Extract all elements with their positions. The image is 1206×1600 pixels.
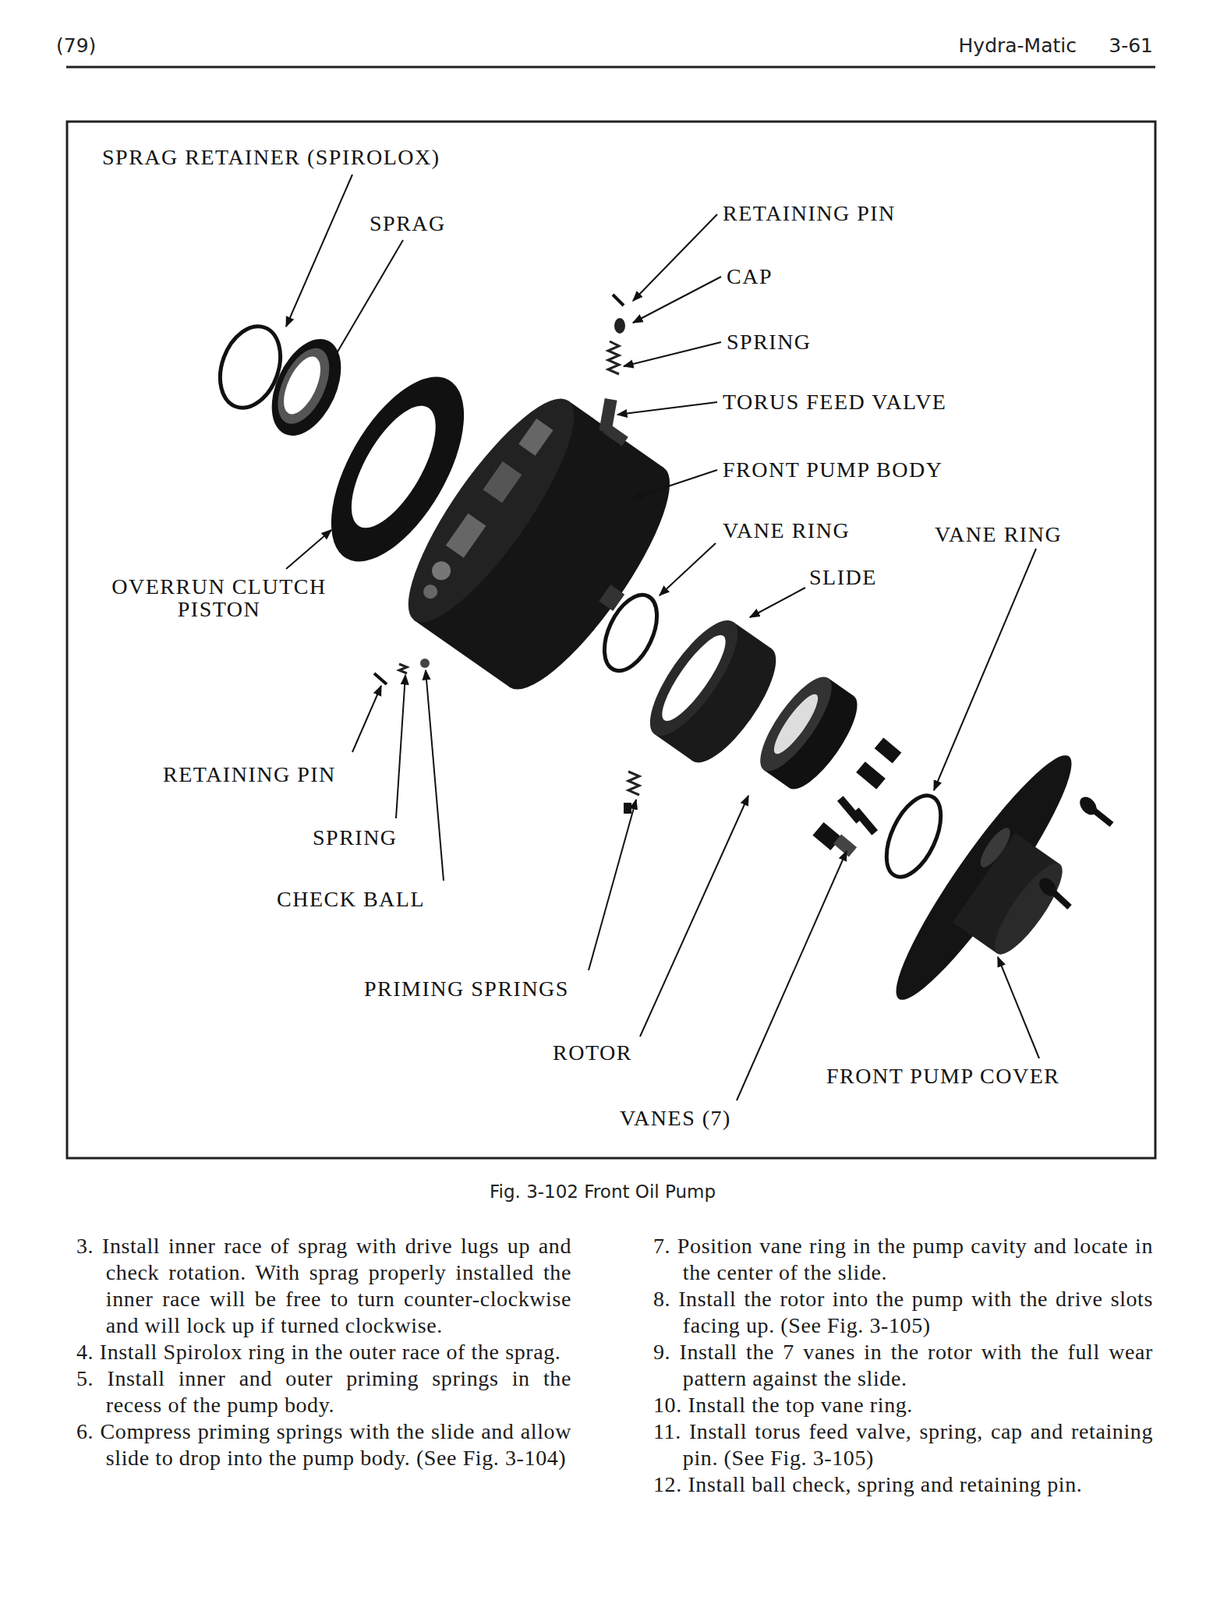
pump-body-part	[383, 375, 701, 711]
page-section: 3-61	[1108, 34, 1153, 57]
instruction-step: 4. Install Spirolox ring in the outer ra…	[76, 1339, 572, 1366]
rotor-part	[748, 667, 870, 799]
part-label: SPRING	[726, 329, 812, 355]
figure-frame	[67, 121, 1156, 1159]
part-label: FRONT PUMP BODY	[722, 457, 943, 483]
text-column: 3. Install inner race of sprag with driv…	[76, 1233, 572, 1472]
part-label: CAP	[726, 264, 773, 290]
header-title: Hydra-Matic	[958, 34, 1077, 57]
retaining-pin-part	[374, 673, 387, 685]
piston-part	[304, 356, 491, 584]
instruction-step: 10. Install the top vane ring.	[653, 1392, 1153, 1419]
part-label: SPRAG RETAINER (SPIROLOX)	[102, 145, 441, 170]
part-label: PRIMING SPRINGS	[364, 976, 570, 1002]
instruction-step: 5. Install inner and outer priming sprin…	[76, 1365, 572, 1419]
vane-ring-part	[875, 787, 952, 885]
part-label: RETAINING PIN	[722, 201, 896, 227]
priming-spring-part	[628, 771, 640, 796]
part-label: RETAINING PIN	[162, 762, 336, 788]
part-label: SLIDE	[809, 565, 878, 591]
instruction-step: 7. Position vane ring in the pump cavity…	[653, 1233, 1153, 1287]
spring-part	[608, 341, 619, 375]
valve-part	[598, 398, 617, 433]
part-label: OVERRUN CLUTCH PISTON	[102, 575, 336, 621]
retaining-pin-part	[612, 294, 624, 306]
page-number: (79)	[56, 34, 96, 57]
instruction-step: 9. Install the 7 vanes in the rotor with…	[653, 1339, 1153, 1393]
part-label: TORUS FEED VALVE	[722, 389, 947, 415]
part-label: ROTOR	[552, 1040, 633, 1066]
pump-cover-part	[877, 741, 1127, 1040]
part-label: VANE RING	[934, 522, 1062, 548]
leader-lines	[286, 174, 1040, 1101]
spring-part	[399, 664, 407, 674]
vane-ring-part	[594, 587, 669, 680]
text-column: 7. Position vane ring in the pump cavity…	[653, 1233, 1153, 1499]
instruction-step: 6. Compress priming springs with the sli…	[76, 1418, 572, 1472]
check-ball-part	[420, 658, 430, 669]
instruction-step: 12. Install ball check, spring and retai…	[653, 1471, 1153, 1499]
part-label: SPRING	[312, 825, 398, 851]
part-label: CHECK BALL	[276, 887, 425, 913]
instruction-step: 3. Install inner race of sprag with driv…	[76, 1233, 572, 1340]
cap-part	[614, 318, 626, 334]
instruction-step: 11. Install torus feed valve, spring, ca…	[653, 1418, 1153, 1472]
part-label: VANE RING	[722, 518, 850, 544]
header-rule	[66, 66, 1156, 69]
priming-spring-part	[623, 802, 632, 814]
part-label: FRONT PUMP COVER	[826, 1064, 1060, 1090]
bolt-part	[1036, 793, 1112, 908]
figure-caption: Fig. 3-102 Front Oil Pump	[489, 1181, 716, 1203]
instruction-step: 8. Install the rotor into the pump with …	[653, 1286, 1153, 1340]
part-label: SPRAG	[369, 211, 446, 237]
part-label: VANES (7)	[619, 1106, 732, 1132]
